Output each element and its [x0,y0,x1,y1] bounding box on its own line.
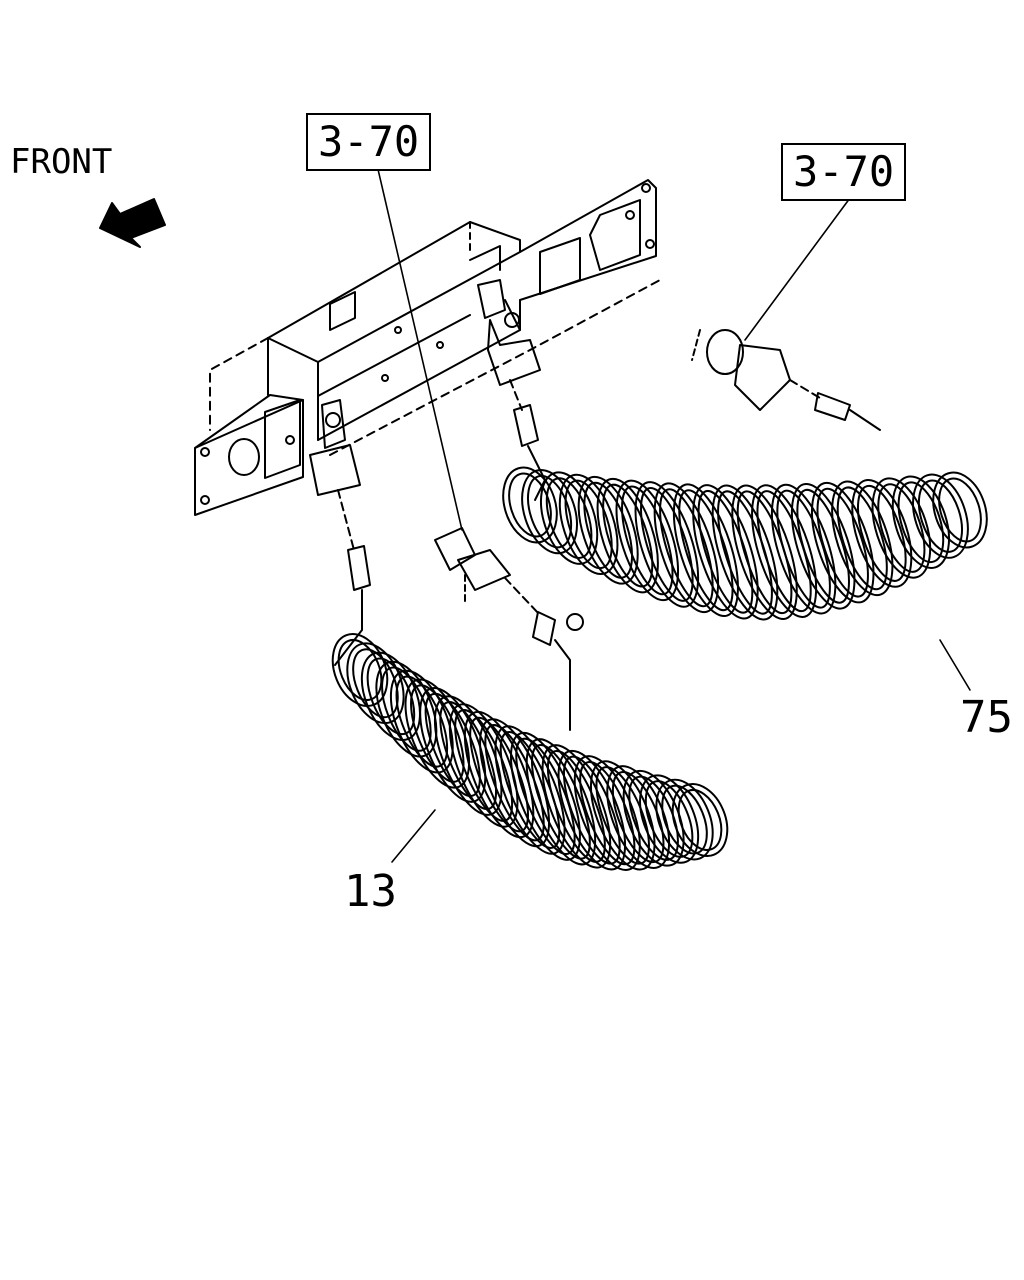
coil-loop [810,481,875,604]
coil-loop-inner [545,477,593,559]
mounting-bracket [194,179,661,516]
part-number-75: 75 [960,692,1013,743]
coil-loop-inner [796,488,850,604]
coil-loop-inner [836,486,888,591]
coil-loop-inner [602,483,654,588]
coil-loop [404,678,471,789]
coil-loop-inner [816,487,869,598]
coil-loop [672,483,739,618]
coil-loop [615,479,680,602]
coil-loop [655,778,714,861]
coil-loop [521,469,578,555]
coil-loop [851,479,913,588]
leader-lines [376,164,971,863]
coil-loop-inner [531,744,591,860]
coil-loop [692,484,759,620]
coil-loop [790,482,856,610]
coil-loop [502,466,558,544]
coil-loop [639,774,700,864]
coil-loop-inner [546,749,606,863]
coil-loop-inner [564,479,613,570]
coil-loop [634,481,700,608]
part-number-13: 13 [344,866,397,917]
valve-left [309,399,361,496]
reference-box-right: 3-70 [781,143,907,201]
coil-loop-inner [856,484,907,582]
coil-loop-inner [515,737,576,856]
coil-loop-inner [678,489,734,612]
coil-loop-inner [917,479,963,553]
coil-loop-inner [527,474,573,549]
front-label: FRONT [10,142,113,182]
front-arrow-icon [99,198,166,248]
coil-loop-inner [583,481,634,579]
coil-loop-inner [677,789,723,851]
coil-loop [671,783,729,857]
coil-loop-inner [659,488,714,608]
coil-loop [731,484,798,620]
coil-loop [375,660,438,758]
gladhand-coupler-center [434,527,584,731]
coil-loop-inner [562,755,621,865]
coil-loop [479,718,551,848]
coil-loop [653,482,720,614]
coiled-hose-13 [331,633,729,872]
coil-loop [596,477,659,594]
coil-loop [711,484,779,621]
hose-13-fitting [334,489,371,666]
coil-loop [891,475,950,569]
coil-loop-inner [938,477,982,543]
coil-loop [932,471,988,549]
reference-box-left: 3-70 [306,113,432,171]
coil-loop [463,710,535,839]
coiled-hose-75 [502,466,988,621]
coil-loop [751,484,818,618]
coil-loop [540,471,599,565]
coil-loop-inner [697,489,754,614]
coil-loop [557,749,627,871]
coil-loop [622,769,685,867]
coil-loop [419,687,487,803]
coil-loop [389,669,454,774]
coil-loop [871,477,932,579]
coil-loop [912,473,969,559]
gladhand-coupler-right [691,329,881,431]
valve-right [477,279,541,386]
coil-loop [831,480,894,597]
coil-loop-inner [897,481,945,564]
coil-loop [770,483,837,615]
coil-loop [494,725,566,855]
coil-loop-inner [877,483,926,573]
